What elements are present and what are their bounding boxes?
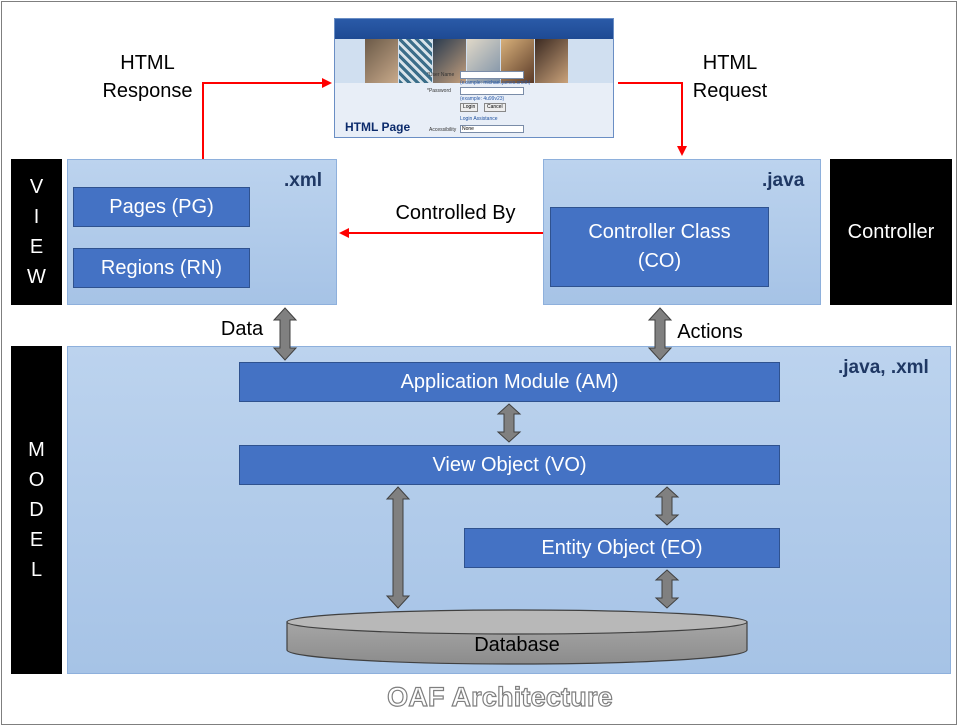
entity-object-box: Entity Object (EO) <box>464 528 780 568</box>
data-double-arrow <box>272 307 298 361</box>
eo-db-double-arrow <box>654 569 680 609</box>
model-side-label: M O D E L <box>11 346 62 674</box>
password-hint: (example: 4u99v23) <box>460 96 505 102</box>
database-cylinder <box>286 609 748 665</box>
view-side-label: V I E W <box>11 159 62 305</box>
html-request-line1: HTML <box>702 52 758 74</box>
password-input[interactable] <box>460 87 524 95</box>
pages-box: Pages (PG) <box>73 187 250 227</box>
regions-box: Regions (RN) <box>73 248 250 288</box>
vo-eo-double-arrow <box>654 486 680 526</box>
html-request-label: HTML Request <box>680 49 780 105</box>
controller-side-text: Controller <box>847 220 935 243</box>
html-response-label: HTML Response <box>95 49 200 105</box>
controlled-by-label: Controlled By <box>395 202 516 224</box>
accessibility-label: Accessibility <box>429 127 457 133</box>
diagram-title: OAF Architecture <box>387 681 614 712</box>
view-letter: W <box>27 266 46 288</box>
view-object-box: View Object (VO) <box>239 445 780 485</box>
view-letter: E <box>29 236 44 258</box>
data-label: Data <box>220 318 264 340</box>
accessibility-value: None <box>462 126 474 132</box>
html-response-arrow <box>202 78 332 159</box>
html-request-line2: Request <box>692 80 768 102</box>
model-panel-tag: .java, .xml <box>838 357 929 378</box>
html-page-caption: HTML Page <box>345 120 411 134</box>
model-letter: D <box>29 499 44 521</box>
view-letter: I <box>33 206 40 228</box>
model-letter: O <box>28 469 45 491</box>
controller-side-label: Controller <box>830 159 952 305</box>
actions-label: Actions <box>677 321 743 343</box>
controller-class-box: Controller Class (CO) <box>550 207 769 287</box>
html-response-line1: HTML <box>120 52 175 74</box>
accessibility-select[interactable]: None <box>460 125 524 133</box>
html-request-arrow <box>618 82 687 156</box>
html-response-line2: Response <box>102 80 193 102</box>
application-module-box: Application Module (AM) <box>239 362 780 402</box>
user-name-label: *User Name <box>427 72 455 78</box>
password-label: *Password <box>427 88 451 94</box>
controller-class-line1: Controller Class <box>588 221 731 243</box>
view-panel-tag: .xml <box>284 170 323 191</box>
database-label: Database <box>474 634 560 656</box>
controller-class-line2: (CO) <box>637 250 682 272</box>
actions-double-arrow <box>647 307 673 361</box>
user-name-input[interactable] <box>460 71 524 79</box>
login-assistance-link[interactable]: Login Assistance <box>460 116 498 122</box>
user-name-hint: (example: michael.james.smith) <box>460 80 531 86</box>
am-vo-double-arrow <box>496 403 522 443</box>
vo-db-double-arrow <box>385 486 411 609</box>
controller-panel-tag: .java <box>762 170 805 191</box>
model-letter: M <box>28 439 45 461</box>
model-letter: E <box>29 529 44 551</box>
model-letter: L <box>30 559 43 581</box>
view-letter: V <box>29 176 44 198</box>
login-button[interactable]: Login <box>460 103 479 112</box>
cancel-button[interactable]: Cancel <box>484 103 506 112</box>
html-page-screenshot: *User Name (example: michael.james.smith… <box>334 18 614 138</box>
page-header-bar <box>335 19 613 39</box>
